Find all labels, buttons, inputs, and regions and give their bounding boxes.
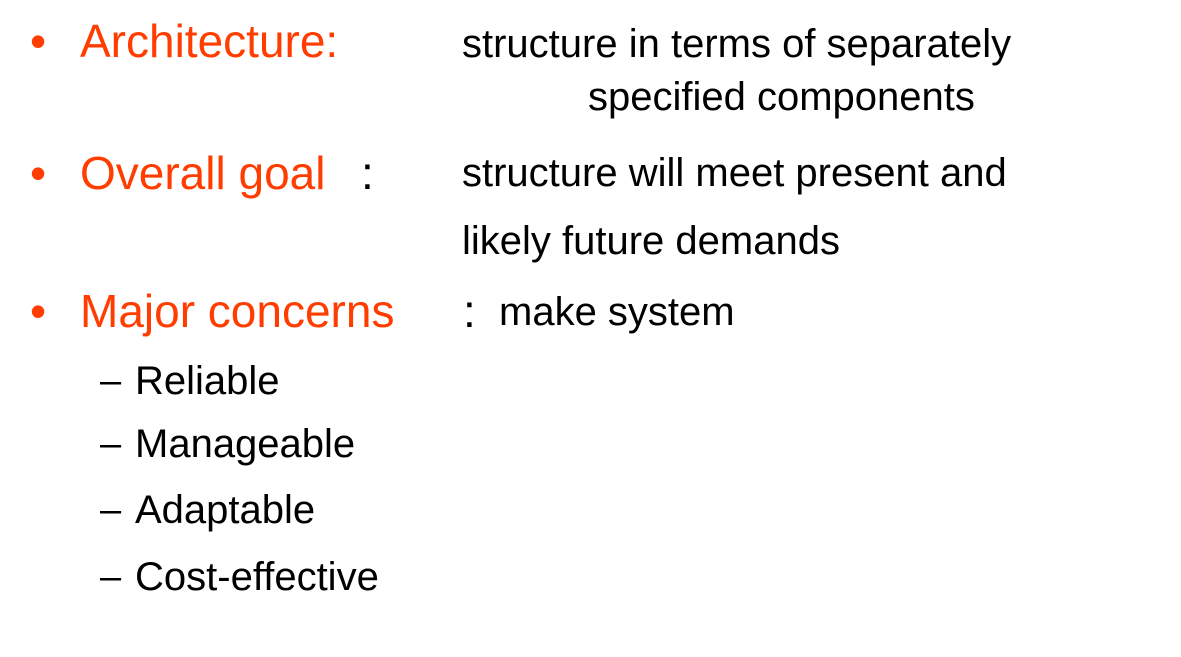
sub-item-dash: – (100, 360, 122, 402)
bullet-dot: • (30, 15, 47, 67)
desc-overall-goal-line2: likely future demands (462, 219, 840, 263)
sub-item-dash: – (100, 489, 122, 531)
colon: : (361, 147, 374, 199)
sub-item-reliable: Reliable (135, 359, 280, 403)
term-architecture: Architecture: (80, 15, 339, 67)
desc-overall-goal-line1: structure will meet present and (462, 151, 1007, 195)
desc-architecture-line2: specified components (588, 75, 975, 119)
bullet-dot: • (30, 285, 47, 337)
sub-item-cost-effective: Cost-effective (135, 555, 379, 599)
sub-item-adaptable: Adaptable (135, 488, 316, 532)
colon: : (463, 285, 476, 337)
desc-architecture-line1: structure in terms of separately (462, 22, 1012, 66)
sub-item-dash: – (100, 423, 122, 465)
term-major-concerns: Major concerns (80, 285, 395, 337)
bullet-dot: • (30, 147, 47, 199)
term-overall-goal: Overall goal (80, 147, 326, 199)
desc-major-concerns: make system (499, 290, 735, 334)
sub-item-dash: – (100, 556, 122, 598)
sub-item-manageable: Manageable (135, 422, 356, 466)
